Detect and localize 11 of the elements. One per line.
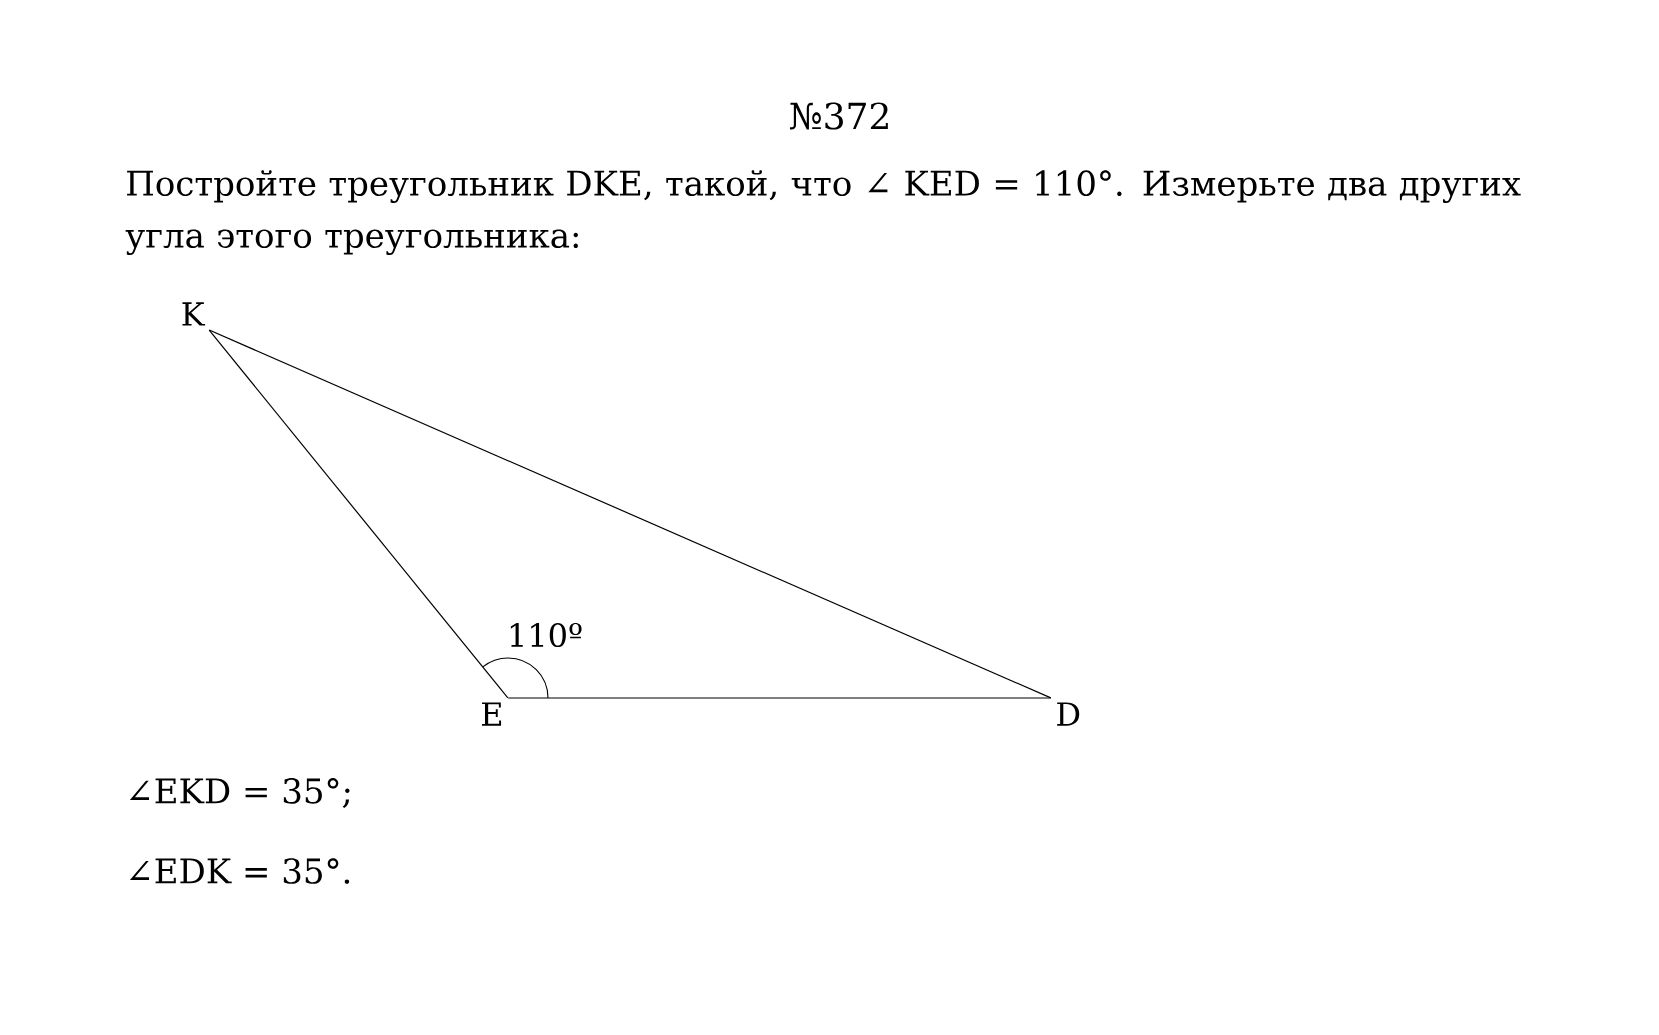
answer-text: ∠EKD = 35°; <box>129 778 350 808</box>
vertex-label: K <box>182 302 206 326</box>
triangle-side <box>208 329 509 699</box>
problem-text: Постройте треугольник DKE, такой, что ∠ KED = 110°. Измерьте два других угла этого треугольника: <box>125 170 1521 256</box>
angle-label: 110º <box>510 622 582 648</box>
triangle-side <box>208 329 1052 699</box>
vertex-label: D <box>1057 702 1080 726</box>
title: №372 <box>789 102 888 130</box>
vertex-label: E <box>482 702 502 726</box>
answer-text: ∠EDK = 35°. <box>129 858 350 884</box>
triangle-side <box>507 697 1052 699</box>
